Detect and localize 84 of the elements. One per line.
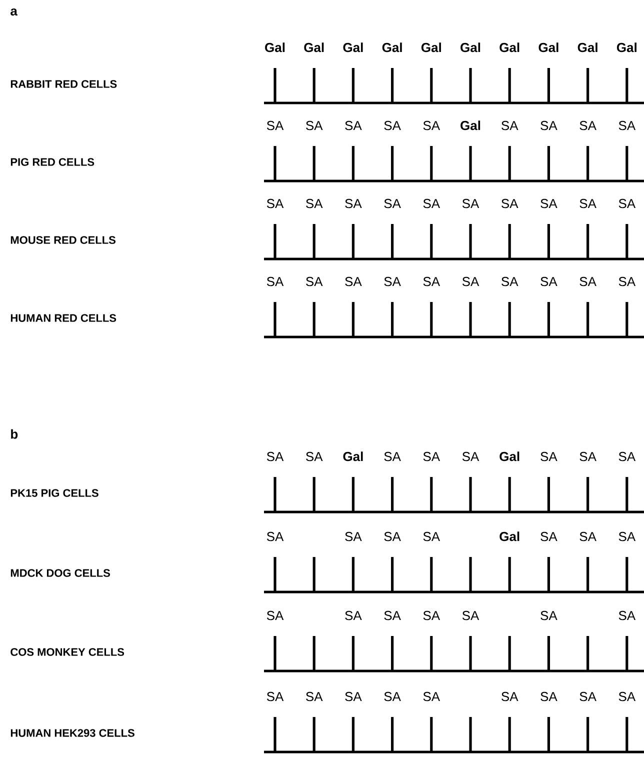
- sugar-label: SA: [423, 198, 440, 208]
- row-label: MOUSE RED CELLS: [10, 236, 116, 244]
- row-label: PIG RED CELLS: [10, 158, 94, 166]
- sugar-label: SA: [384, 610, 401, 620]
- sugar-label: SA: [540, 452, 558, 462]
- sugar-label: SA: [618, 692, 636, 702]
- sugar-label: SA: [266, 120, 284, 130]
- sugar-label: SA: [502, 120, 518, 130]
- sugar-label: SA: [423, 610, 440, 620]
- sugar-label: SA: [266, 452, 284, 462]
- sugar-label: Gal: [460, 42, 480, 52]
- row-label: PK15 PIG CELLS: [10, 489, 98, 497]
- sugar-label: SA: [540, 276, 558, 286]
- sugar-label: Gal: [460, 120, 480, 130]
- sugar-label: SA: [502, 198, 518, 208]
- sugar-label: SA: [462, 198, 480, 208]
- sugar-label: SA: [540, 532, 558, 542]
- sugar-label: SA: [266, 610, 284, 620]
- sugar-label: SA: [306, 692, 323, 702]
- sugar-label: SA: [306, 276, 323, 286]
- sugar-label: Gal: [304, 42, 324, 52]
- sugar-label: SA: [580, 276, 596, 286]
- sugar-label: SA: [540, 120, 558, 130]
- sugar-label: SA: [266, 276, 284, 286]
- sugar-label: Gal: [578, 42, 598, 52]
- sugar-label: SA: [502, 692, 518, 702]
- sugar-label: Gal: [538, 42, 558, 52]
- sugar-label: SA: [384, 276, 401, 286]
- sugar-label: SA: [345, 532, 362, 542]
- sugar-label: Gal: [421, 42, 441, 52]
- sugar-label: Gal: [343, 42, 363, 52]
- row-label: RABBIT RED CELLS: [10, 80, 117, 88]
- sugar-label: SA: [306, 120, 323, 130]
- sugar-label: SA: [345, 692, 362, 702]
- sugar-label: SA: [423, 452, 440, 462]
- sugar-label: SA: [580, 532, 596, 542]
- sugar-label: SA: [345, 198, 362, 208]
- sugar-label: Gal: [382, 42, 402, 52]
- sugar-label: SA: [423, 120, 440, 130]
- sugar-label: SA: [618, 120, 636, 130]
- sugar-label: SA: [618, 198, 636, 208]
- sugar-label: SA: [462, 610, 480, 620]
- row-label: HUMAN HEK293 CELLS: [10, 729, 134, 737]
- sugar-label: SA: [345, 120, 362, 130]
- sugar-label: SA: [266, 198, 284, 208]
- sugar-label: SA: [384, 198, 401, 208]
- sugar-label: SA: [423, 276, 440, 286]
- sugar-label: SA: [540, 692, 558, 702]
- row-label: MDCK DOG CELLS: [10, 569, 110, 577]
- sugar-label: SA: [618, 610, 636, 620]
- sugar-label: SA: [384, 120, 401, 130]
- sugar-label: SA: [266, 692, 284, 702]
- sugar-label: SA: [423, 692, 440, 702]
- sugar-label: SA: [618, 452, 636, 462]
- sugar-label: SA: [306, 198, 323, 208]
- sugar-label: Gal: [265, 42, 285, 52]
- sugar-label: SA: [580, 452, 596, 462]
- sugar-label: Gal: [343, 452, 363, 462]
- sugar-label: SA: [266, 532, 284, 542]
- sugar-label: SA: [306, 452, 323, 462]
- sugar-label: SA: [618, 532, 636, 542]
- sugar-label: SA: [540, 198, 558, 208]
- row-label: HUMAN RED CELLS: [10, 314, 116, 322]
- sugar-label: Gal: [500, 532, 520, 542]
- sugar-label: SA: [580, 692, 596, 702]
- sugar-label: SA: [384, 452, 401, 462]
- sugar-label: SA: [384, 692, 401, 702]
- sugar-label: SA: [423, 532, 440, 542]
- sugar-label: Gal: [500, 42, 520, 52]
- sugar-label: SA: [502, 276, 518, 286]
- sugar-label: SA: [618, 276, 636, 286]
- sugar-label: Gal: [616, 42, 636, 52]
- sugar-label: SA: [462, 276, 480, 286]
- sugar-label: SA: [580, 120, 596, 130]
- sugar-label: SA: [345, 276, 362, 286]
- sugar-label: SA: [384, 532, 401, 542]
- sugar-label: SA: [540, 610, 558, 620]
- row-label: COS MONKEY CELLS: [10, 648, 124, 656]
- sugar-label: SA: [580, 198, 596, 208]
- panel-letter: a: [10, 8, 18, 16]
- sugar-label: Gal: [500, 452, 520, 462]
- panel-letter: b: [11, 429, 18, 439]
- sugar-label: SA: [462, 452, 480, 462]
- sugar-label: SA: [345, 610, 362, 620]
